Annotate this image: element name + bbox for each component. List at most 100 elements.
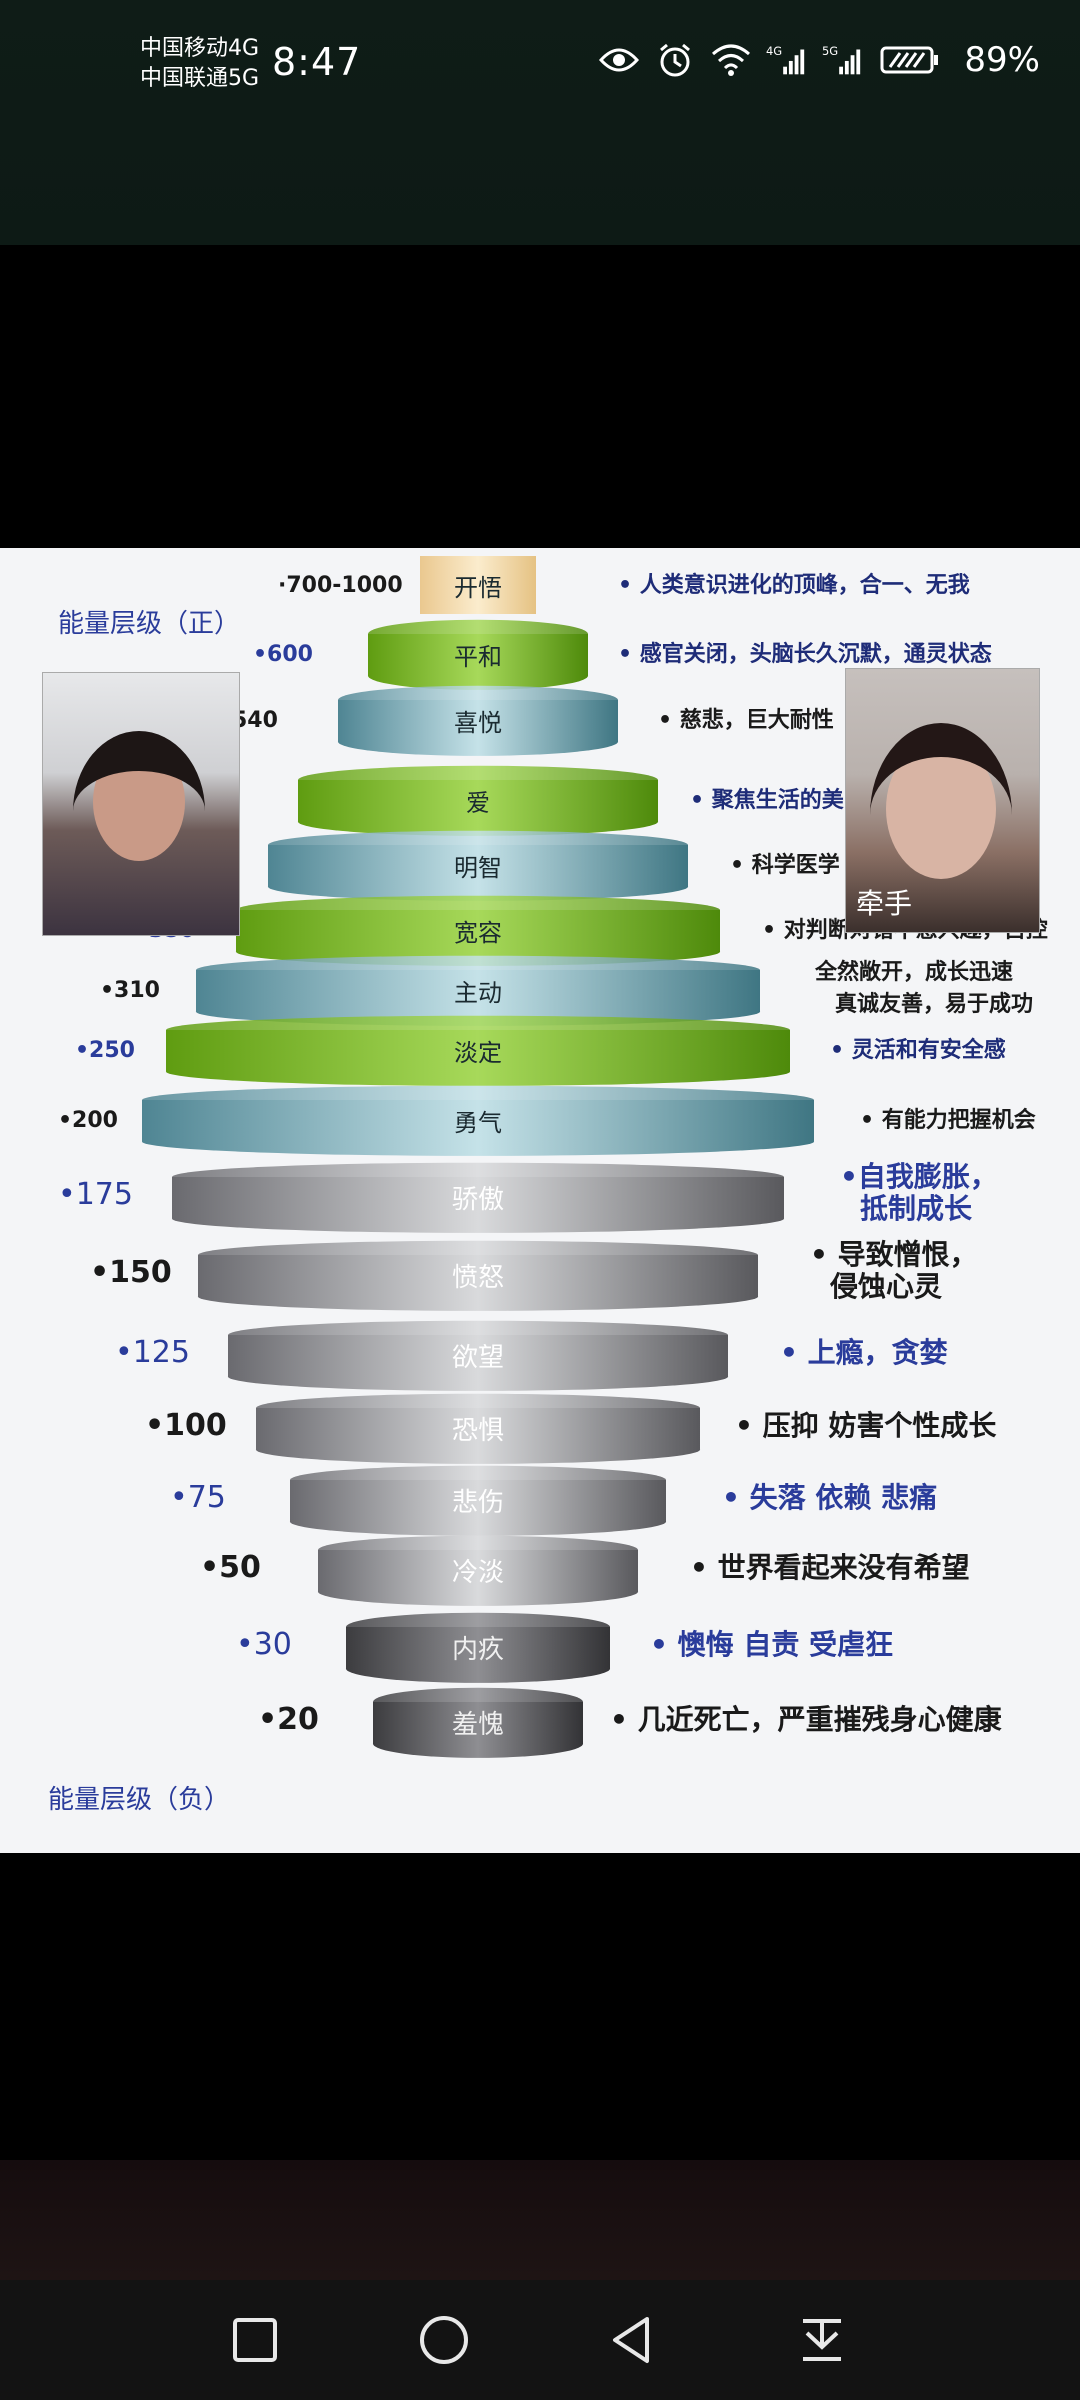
layer-description: • 感官关闭，头脑长久沉默，通灵状态 xyxy=(618,641,992,667)
layer-top xyxy=(198,1240,758,1270)
recents-button[interactable] xyxy=(225,2310,285,2370)
layer-description: • 聚焦生活的美 xyxy=(690,787,845,813)
layer-name: 冷淡 xyxy=(452,1558,504,1588)
signal-4g-icon: 4G xyxy=(766,40,808,80)
layer-bottom xyxy=(298,807,658,836)
pyramid-layer: 冷淡 •50 • 世界看起来没有希望 xyxy=(200,1535,970,1606)
layer-top xyxy=(298,765,658,795)
layer-bottom xyxy=(142,1127,814,1156)
header-positive: 能量层级（正） xyxy=(58,609,240,639)
layer-top xyxy=(196,955,760,985)
layer-top xyxy=(290,1465,666,1495)
pyramid-layer: 欲望•125• 上瘾，贪婪 xyxy=(115,1320,948,1391)
back-button[interactable] xyxy=(602,2310,662,2370)
home-button[interactable] xyxy=(414,2310,474,2370)
alarm-icon xyxy=(654,40,696,80)
participant-video-left[interactable] xyxy=(42,672,240,936)
system-navigation-bar xyxy=(0,2280,1080,2400)
header-negative: 能量层级（负） xyxy=(48,1785,230,1815)
layer-value: ·700-1000 xyxy=(278,573,403,598)
layer-description-line2: 抵制成长 xyxy=(860,1192,972,1225)
layer-top xyxy=(256,1393,700,1423)
layer-value: •250 xyxy=(75,1038,135,1063)
svg-text:5G: 5G xyxy=(822,44,838,58)
wifi-icon xyxy=(710,40,752,80)
layer-top xyxy=(368,619,588,649)
layer-description: • 懊悔 自责 受虐狂 xyxy=(650,1628,893,1661)
layer-name: 主动 xyxy=(454,979,502,1007)
layer-top xyxy=(268,830,688,860)
layer-value: •175 xyxy=(58,1177,133,1212)
carrier-info: 中国移动4G 中国联通5G xyxy=(140,34,259,94)
layer-bottom xyxy=(318,1577,638,1606)
layer-value: •310 xyxy=(100,978,160,1003)
pyramid-layer: 羞愧 •20 • 几近死亡，严重摧残身心健康 xyxy=(258,1687,1003,1758)
layer-top xyxy=(236,895,720,925)
layer-description: 全然敞开，成长迅速 xyxy=(814,959,1013,985)
layer-value: •30 xyxy=(236,1627,292,1662)
eye-icon xyxy=(598,40,640,80)
layer-bottom xyxy=(368,661,588,690)
signal-5g-icon: 5G xyxy=(822,40,864,80)
layer-value: •20 xyxy=(258,1702,319,1737)
layer-value: •600 xyxy=(253,642,313,667)
layer-top xyxy=(166,1015,790,1045)
layer-name: 爱 xyxy=(466,789,490,817)
layer-description: • 上瘾，贪婪 xyxy=(780,1336,948,1369)
layer-shape xyxy=(420,556,536,614)
battery-percentage: 89% xyxy=(964,40,1040,80)
battery-saver-icon xyxy=(878,40,942,80)
layer-description: • 导致憎恨， xyxy=(810,1238,978,1271)
layer-description: • 失落 依赖 悲痛 xyxy=(722,1481,937,1514)
layer-bottom xyxy=(268,872,688,901)
layer-description: • 慈悲，巨大耐性 xyxy=(658,707,834,733)
layer-name: 勇气 xyxy=(454,1109,502,1137)
layer-top xyxy=(228,1320,728,1350)
layer-description: •自我膨胀， xyxy=(840,1160,998,1193)
pyramid-layer: 开悟·700-1000• 人类意识进化的顶峰，合一、无我 xyxy=(278,556,970,614)
layer-name: 内疚 xyxy=(452,1635,504,1665)
carrier-2: 中国联通5G xyxy=(140,66,260,91)
layer-name: 明智 xyxy=(454,854,502,882)
layer-name: 平和 xyxy=(454,643,502,671)
layer-bottom xyxy=(172,1204,784,1233)
participant-name-label: 牵手 xyxy=(856,887,913,920)
notification-drawer-icon xyxy=(803,2319,841,2361)
layer-description-line2: 真诚友善，易于成功 xyxy=(835,991,1033,1017)
layer-name: 宽容 xyxy=(454,919,502,947)
layer-description: • 几近死亡，严重摧残身心健康 xyxy=(610,1703,1003,1736)
status-bar: 中国移动4G 中国联通5G 8:47 4G 5G 89% xyxy=(0,0,1080,245)
layer-top xyxy=(142,1085,814,1115)
layer-description-line2: 侵蚀心灵 xyxy=(829,1270,942,1303)
layer-top xyxy=(346,1612,610,1642)
layer-name: 恐惧 xyxy=(452,1416,504,1446)
video-controls-area xyxy=(0,2160,1080,2280)
layer-value: •50 xyxy=(200,1550,261,1585)
layer-name: 欲望 xyxy=(452,1343,504,1373)
svg-text:4G: 4G xyxy=(766,44,782,58)
pyramid-layer: 平和 •600 • 感官关闭，头脑长久沉默，通灵状态 xyxy=(253,619,992,690)
layer-name: 喜悦 xyxy=(454,709,502,737)
layer-bottom xyxy=(256,1435,700,1464)
layer-name: 骄傲 xyxy=(452,1185,504,1215)
layer-value: •200 xyxy=(58,1108,118,1133)
participant-hair xyxy=(870,723,1012,907)
pyramid-layer: 爱 • 聚焦生活的美 xyxy=(298,765,845,836)
pyramid-layer: 骄傲 •175 •自我膨胀，抵制成长 xyxy=(58,1160,998,1233)
layer-bottom xyxy=(166,1057,790,1086)
layer-bottom xyxy=(373,1729,583,1758)
pyramid-layer: 淡定•250• 灵活和有安全感 xyxy=(75,1015,1006,1086)
layer-bottom xyxy=(228,1362,728,1391)
layer-name: 羞愧 xyxy=(452,1710,504,1740)
system-icons: 4G 5G 89% xyxy=(598,40,1040,80)
layer-description: • 世界看起来没有希望 xyxy=(690,1551,970,1584)
layer-bottom xyxy=(346,1654,610,1683)
layer-description: • 压抑 妨害个性成长 xyxy=(735,1409,996,1442)
layer-description: • 科学医学 xyxy=(730,852,840,878)
participant-video-right[interactable]: 牵手 xyxy=(845,668,1040,933)
recents-icon xyxy=(233,2318,277,2362)
notification-drawer-button[interactable] xyxy=(792,2310,852,2370)
home-icon xyxy=(420,2316,468,2364)
